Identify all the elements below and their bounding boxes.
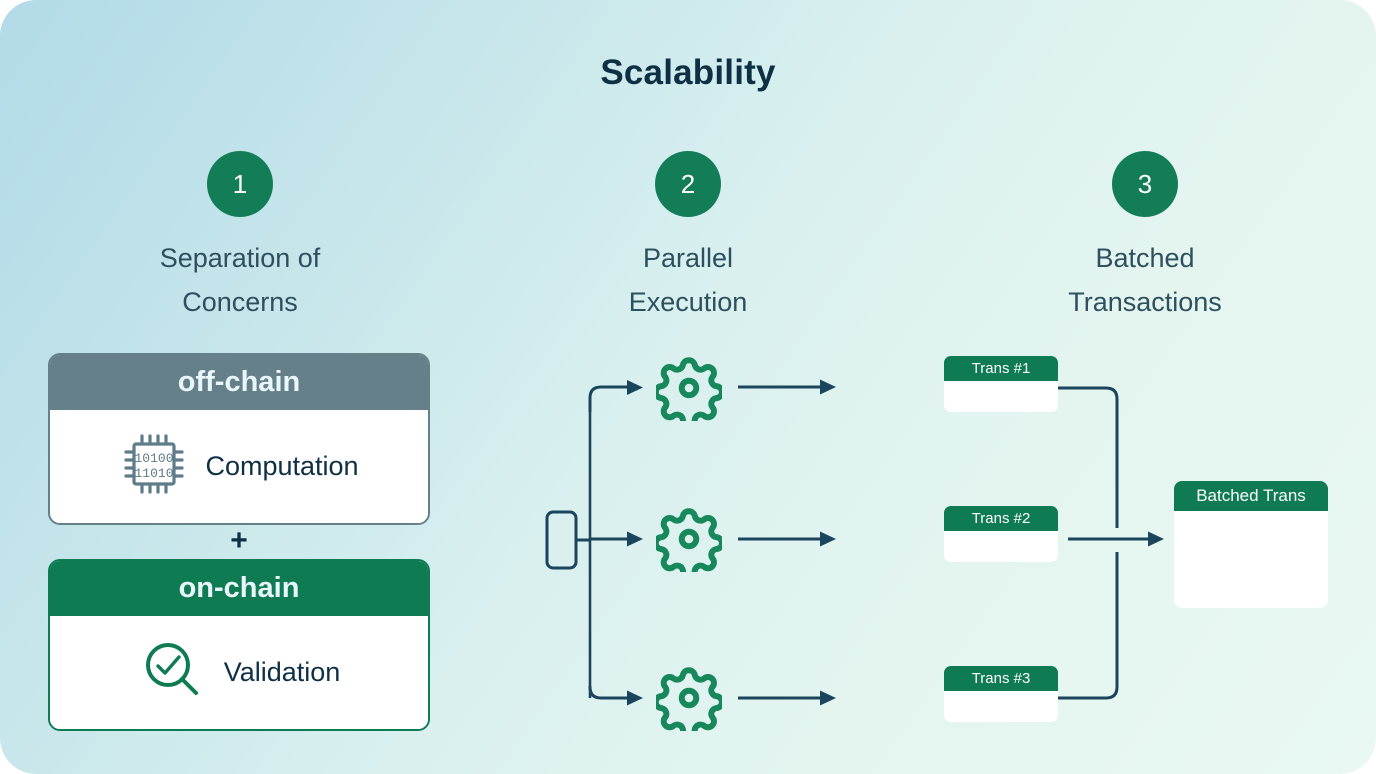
- step-label-2: Parallel Execution: [628, 243, 748, 317]
- transaction-card-1: Trans #1: [944, 356, 1058, 412]
- magnifier-check-icon: [138, 635, 208, 710]
- fanout-arrow-3: [627, 690, 643, 706]
- page-title: Scalability: [600, 53, 776, 92]
- gear-output-arrow-1: [820, 379, 836, 395]
- chip-icon: 10100 11010: [119, 429, 189, 504]
- step-label-1: Separation of Concerns: [159, 243, 321, 317]
- step-badge-1: 1: [207, 151, 273, 217]
- off-chain-card: off-chain: [48, 353, 430, 525]
- merge-branch-1: [1058, 386, 1119, 528]
- step-column-3: 3 Batched Transactions: [985, 151, 1305, 324]
- on-chain-card: on-chain Validation: [48, 559, 430, 731]
- step-column-1: 1 Separation of Concerns: [80, 151, 400, 324]
- gear-icon-1: [652, 355, 725, 429]
- fanout-arrow-1: [627, 380, 643, 395]
- transaction-card-3-label: Trans #3: [944, 666, 1058, 691]
- chip-bits-bottom: 11010: [135, 466, 174, 481]
- step-badge-2: 2: [655, 151, 721, 217]
- batched-transactions-label: Batched Trans: [1174, 481, 1328, 511]
- chip-bits-top: 10100: [135, 451, 174, 466]
- plus-separator: +: [230, 524, 248, 557]
- transaction-card-2-label: Trans #2: [944, 506, 1058, 531]
- on-chain-header: on-chain: [50, 561, 428, 616]
- step-badge-3: 3: [1112, 151, 1178, 217]
- step-column-2: 2 Parallel Execution: [528, 151, 848, 324]
- off-chain-item-label: Computation: [205, 451, 359, 481]
- gear-icon-2: [652, 506, 725, 580]
- gear-output-arrow-3: [820, 690, 836, 706]
- gear-icon-3: [652, 665, 725, 739]
- fanout-arrow-2: [627, 531, 643, 547]
- transaction-card-1-label: Trans #1: [944, 356, 1058, 381]
- merge-arrow: [1148, 531, 1164, 547]
- transaction-card-2: Trans #2: [944, 506, 1058, 562]
- fanout-branch-1: [588, 385, 627, 412]
- fanout-branch-3: [588, 686, 627, 700]
- off-chain-body: 10100 11010 Computation: [50, 410, 428, 523]
- gear-output-arrow-2: [820, 531, 836, 547]
- on-chain-body: Validation: [50, 616, 428, 729]
- off-chain-header: off-chain: [50, 355, 428, 410]
- step-label-3: Batched Transactions: [1068, 243, 1222, 317]
- batched-transactions-card: Batched Trans: [1174, 481, 1328, 608]
- on-chain-item-label: Validation: [223, 657, 341, 687]
- transaction-card-3: Trans #3: [944, 666, 1058, 722]
- input-node: [545, 510, 578, 570]
- merge-branch-3: [1058, 552, 1119, 700]
